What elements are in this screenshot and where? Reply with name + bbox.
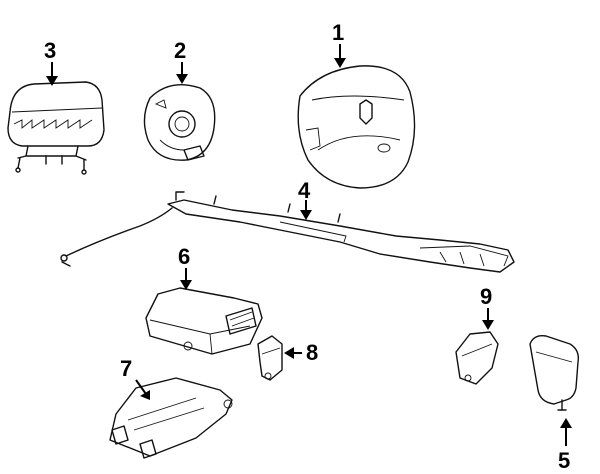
callout-7: 7 — [120, 356, 150, 400]
callout-label-6: 6 — [178, 244, 190, 269]
callout-3: 3 — [44, 38, 58, 86]
callout-label-2: 2 — [174, 38, 186, 63]
callout-label-7: 7 — [120, 356, 132, 381]
part-4-curtain-airbag[interactable] — [60, 191, 515, 273]
callout-8: 8 — [284, 340, 318, 365]
callout-9: 9 — [480, 284, 494, 330]
part-8-impact-sensor[interactable] — [257, 335, 283, 381]
callout-1: 1 — [332, 20, 346, 68]
part-5-seat-airbag[interactable] — [529, 334, 580, 411]
callout-6: 6 — [178, 244, 192, 290]
callout-label-5: 5 — [558, 448, 570, 473]
part-9-side-impact-sensor[interactable] — [455, 331, 499, 385]
part-1-driver-airbag[interactable] — [297, 65, 416, 189]
callout-label-4: 4 — [298, 178, 311, 203]
callout-2: 2 — [174, 38, 188, 84]
callout-label-1: 1 — [332, 20, 344, 45]
callout-label-8: 8 — [306, 340, 318, 365]
part-7-module-bracket[interactable] — [109, 377, 233, 459]
callout-4: 4 — [298, 178, 312, 220]
part-6-restraint-controller[interactable] — [145, 287, 263, 355]
part-2-clockspring[interactable] — [143, 84, 216, 161]
callout-label-9: 9 — [480, 284, 492, 309]
part-3-passenger-airbag[interactable] — [7, 81, 105, 175]
callout-label-3: 3 — [44, 38, 56, 63]
callout-5: 5 — [558, 418, 572, 473]
